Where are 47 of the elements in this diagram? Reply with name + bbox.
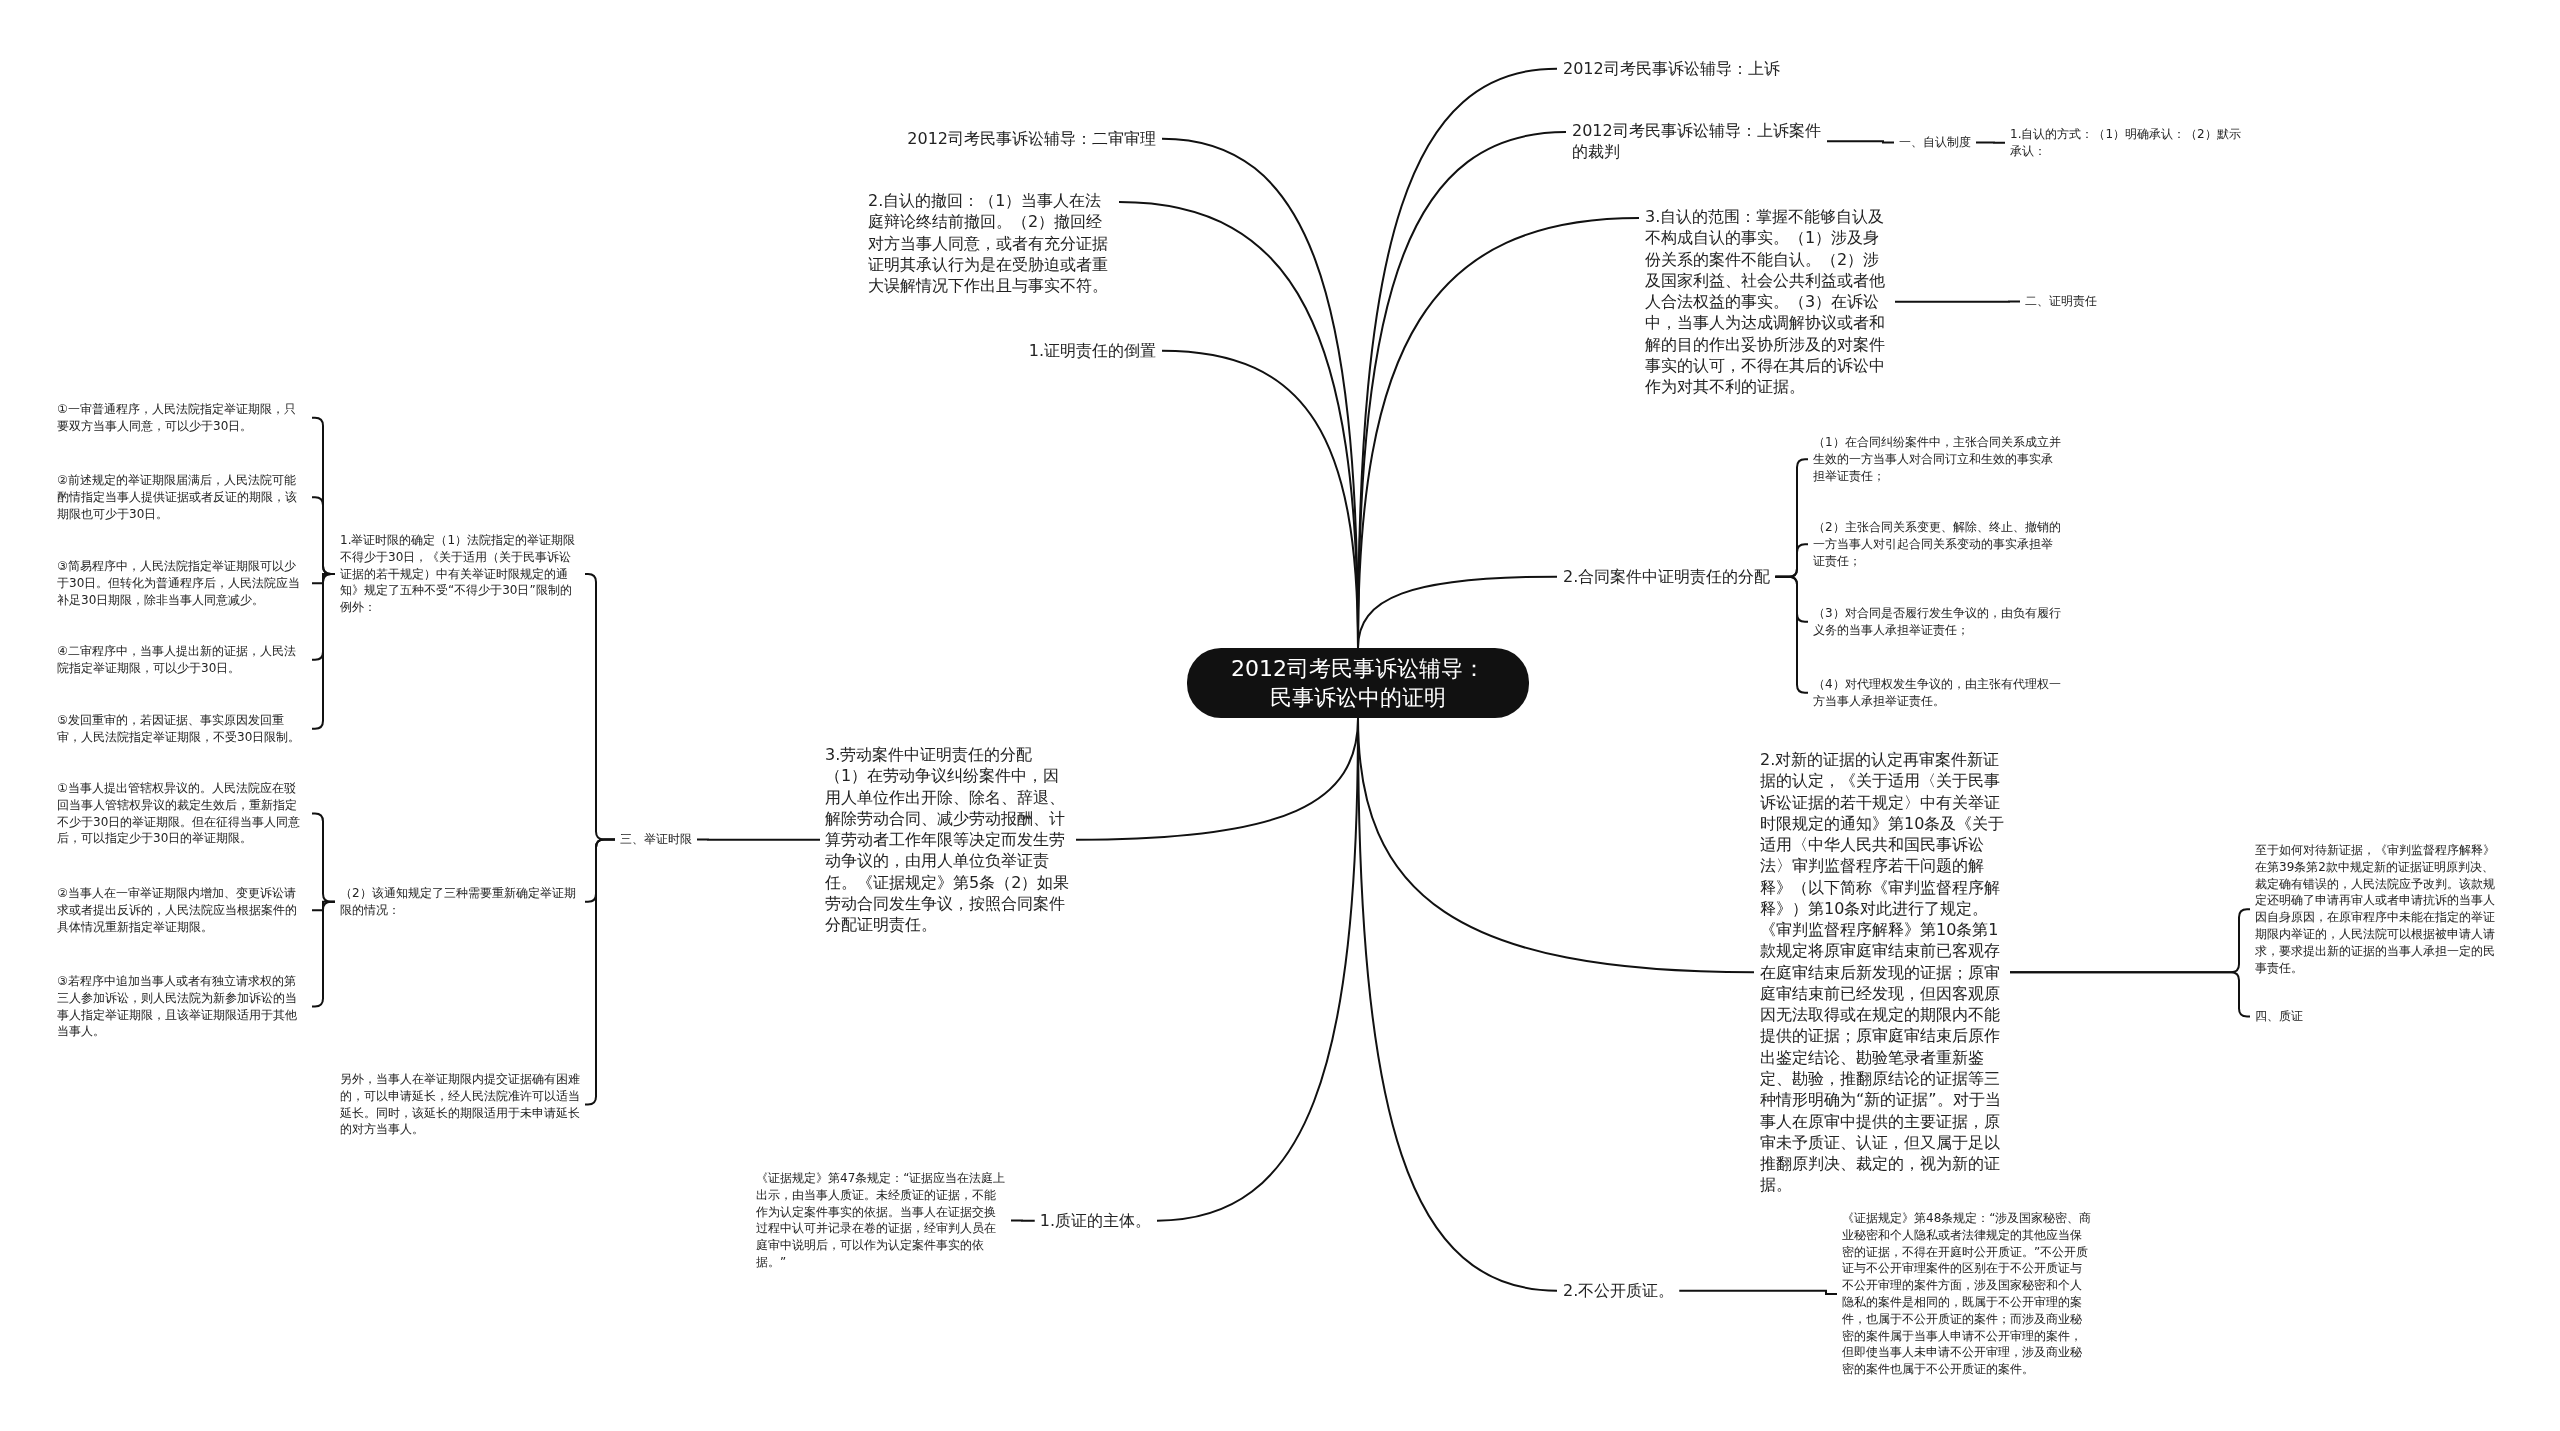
detail-text: 至于如何对待新证据，《审判监督程序解释》在第39条第2款中规定新的证据证明原判决、裁定确有错误的，人民法院应予改判。该款规定还明确了申请再审人或者申请抗诉的当事人因自身原因，在原审程序中未能在指定的举证期限内举证的，人民法院可以根据被申请人请求，要求提出新的证据的当事人承担一定的民事责任。 [2255,842,2505,977]
branch-text: 2012司考民事诉讼辅导：二审审理 [907,128,1156,150]
bracket-connector [2009,971,2251,1018]
detail-text: 四、质证 [2255,1008,2303,1025]
branch-text: 2.自认的撤回：（1）当事人在法庭辩论终结前撤回。（2）撤回经对方当事人同意，或者有充分证据证明其承认行为是在受胁迫或者重大误解情况下作出且与事实不符。 [868,190,1113,297]
bracket-connector [311,573,336,730]
detail-text: 1.举证时限的确定（1）法院指定的举证期限不得少于30日，《关于适用（关于民事诉讼证据的若干规定）中有关举证时限规定的通知》规定了五种不受“不得少于30日”限制的例外： [340,532,580,616]
detail-text: ①当事人提出管辖权异议的。人民法院应在驳回当事人管辖权异议的裁定生效后，重新指定不少于30日的举证期限。但在征得当事人同意后，可以指定少于30日的举证期限。 [57,780,307,848]
branch-text: 1.证明责任的倒置 [1028,340,1156,362]
bracket-connector [1826,140,1895,144]
detail-text: （2）主张合同关系变更、解除、终止、撤销的一方当事人对引起合同关系变动的事实承担举证责任； [1813,519,2063,570]
bracket-connector [584,838,616,1106]
branch-text: 3.自认的范围：掌握不能够自认及不构成自认的事实。（1）涉及身份关系的案件不能自认。（2）涉及国家利益、社会公共利益或者他人合法权益的事实。（3）在诉讼中，当事人为达成调解协议或者和解的目的作出妥协所涉及的对案件事实的认可，不得在其后的诉讼中作为对其不利的证据。 [1645,206,1890,398]
branch-text: 2.对新的证据的认定再审案件新证据的认定，《关于适用〈关于民事诉讼证据的若干规定〉中有关举证时限规定的通知》第10条及《关于适用〈中华人民共和国民事诉讼法〉审判监督程序若干问题的解释》（以下简称《审判监督程序解释》）第10条对此进行了规定。《审判监督程序解释》第10条第1款规定将原审庭审结束前已客观存在庭审结束后新发现的证据；原审庭审结束前已经发现，但因客观原因无法取得或在规定的期限内不能提供的证据；原审庭审结束后原作出鉴定结论、勘验笔录者重新鉴定、勘验，推翻原结论的证据等三种情形明确为“新的证据”。对于当事人在原审中提供的主要证据，原审未予质证、认证，但又属于足以推翻原判决、裁定的，视为新的证据。 [1760,749,2005,1196]
detail-text: 二、证明责任 [2025,293,2097,310]
detail-text: ①一审普通程序，人民法院指定举证期限，只要双方当事人同意，可以少于30日。 [57,401,307,435]
bracket-connector [696,838,821,841]
branch-text: 3.劳动案件中证明责任的分配（1）在劳动争议纠纷案件中，因用人单位作出开除、除名、辞退、解除劳动合同、减少劳动报酬、计算劳动者工作年限等决定而发生劳动争议的，由用人单位负举证责任。《证据规定》第5条（2）如果劳动合同发生争议，按照合同案件分配证明责任。 [825,744,1070,936]
bracket-connector [311,900,336,1008]
branch-text: 2012司考民事诉讼辅导：上诉案件的裁判 [1572,120,1822,163]
branch-text: 2012司考民事诉讼辅导：上诉 [1563,58,1780,80]
detail-text: 《证据规定》第48条规定：“涉及国家秘密、商业秘密和个人隐私或者法律规定的其他应当保密的证据，不得在开庭时公开质证。”不公开质证与不公开审理案件的区别在于不公开质证与不公开审理的案件方面，涉及国家秘密和个人隐私的案件是相同的，既属于不公开审理的案件，也属于不公开质证的案件；而涉及商业秘密的案件属于当事人申请不公开审理的案件，但即使当事人未申请不公开审理，涉及商业秘密的案件也属于不公开质证的案件。 [1842,1210,2092,1378]
detail-text: ④二审程序中，当事人提出新的证据，人民法院指定举证期限，可以少于30日。 [57,643,307,677]
branch-text: 2.合同案件中证明责任的分配 [1563,566,1771,588]
detail-text: ②当事人在一审举证期限内增加、变更诉讼请求或者提出反诉的，人民法院应当根据案件的具体情况重新指定举证期限。 [57,885,307,936]
bracket-connector [1774,575,1809,694]
detail-text: 一、自认制度 [1899,134,1971,151]
detail-text: 三、举证时限 [620,831,692,848]
detail-text: （2）该通知规定了三种需要重新确定举证期限的情况： [340,885,580,919]
central-topic: 2012司考民事诉讼辅导：民事诉讼中的证明 [1187,648,1529,718]
detail-text: 1.自认的方式：（1）明确承认：（2）默示承认： [2010,126,2250,160]
detail-text: 《证据规定》第47条规定：“证据应当在法庭上出示，由当事人质证。未经质证的证据，不能作为认定案件事实的依据。当事人在证据交换过程中认可并记录在卷的证据，经审判人员在庭审中说明后，可以作为认定案件事实的依据。” [756,1170,1006,1271]
detail-text: （4）对代理权发生争议的，由主张有代理权一方当事人承担举证责任。 [1813,676,2063,710]
bracket-connector [1975,141,2006,144]
detail-text: ⑤发回重审的，若因证据、事实原因发回重审，人民法院指定举证期限，不受30日限制。 [57,712,307,746]
bracket-connector [1678,1289,1838,1295]
detail-text: 另外，当事人在举证期限内提交证据确有困难的，可以申请延长，经人民法院准许可以适当延长。同时，该延长的期限适用于未申请延长的对方当事人。 [340,1071,580,1139]
bracket-connector [1894,300,2021,303]
detail-text: （3）对合同是否履行发生争议的，由负有履行义务的当事人承担举证责任； [1813,605,2063,639]
detail-text: ③简易程序中，人民法院指定举证期限可以少于30日。但转化为普通程序后，人民法院应当补足30日期限，除非当事人同意减少。 [57,558,307,609]
detail-text: ②前述规定的举证期限届满后，人民法院可能酌情指定当事人提供证据或者反证的期限，该期限也可少于30日。 [57,472,307,523]
branch-curve [1357,575,1558,649]
branch-text: 1.质证的主体。 [1039,1210,1151,1232]
bracket-connector [1010,1219,1036,1222]
detail-text: （1）在合同纠纷案件中，主张合同关系成立并生效的一方当事人对合同订立和生效的事实承担举证责任； [1813,434,2063,485]
branch-text: 2.不公开质证。 [1563,1280,1675,1302]
detail-text: ③若程序中追加当事人或者有独立请求权的第三人参加诉讼，则人民法院为新参加诉讼的当事人指定举证期限，且该举证期限适用于其他当事人。 [57,973,307,1041]
